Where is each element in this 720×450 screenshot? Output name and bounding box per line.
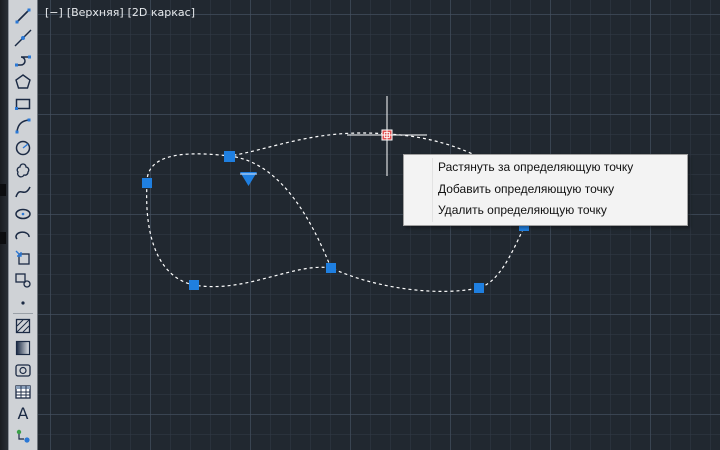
spline-grip[interactable]: [142, 178, 152, 188]
line-icon[interactable]: [12, 6, 34, 26]
table-icon[interactable]: [12, 382, 34, 402]
menu-gutter: [432, 158, 433, 222]
grip-context-menu: Растянуть за определяющую точку Добавить…: [403, 154, 688, 226]
revision-cloud-icon[interactable]: [12, 160, 34, 180]
make-block-icon[interactable]: [12, 270, 34, 290]
spline-grip[interactable]: [326, 263, 336, 273]
gradient-icon[interactable]: [12, 338, 34, 358]
spline-grip[interactable]: [519, 221, 529, 231]
menu-item-stretch-vertex[interactable]: Растянуть за определяющую точку: [438, 160, 634, 174]
window-edge: [0, 0, 8, 450]
region-icon[interactable]: [12, 360, 34, 380]
multiline-text-icon[interactable]: A: [17, 404, 29, 423]
view-cube-menu[interactable]: [Верхняя]: [66, 6, 124, 19]
selected-spline[interactable]: [146, 132, 530, 292]
draw-toolbar: A: [8, 0, 38, 450]
toolbar-separator: [13, 313, 33, 314]
spline-grip[interactable]: [474, 283, 484, 293]
viewport-controls: [−] [Верхняя] [2D каркас]: [45, 6, 195, 19]
edge-mark: [0, 232, 6, 244]
arc-icon[interactable]: [12, 116, 34, 136]
spline-control-frame: [228, 155, 332, 269]
ellipse-arc-icon[interactable]: [12, 226, 34, 246]
polygon-icon[interactable]: [12, 72, 34, 92]
visual-style-menu[interactable]: [2D каркас]: [127, 6, 195, 19]
menu-item-add-vertex[interactable]: Добавить определяющую точку: [438, 181, 615, 196]
hatch-icon[interactable]: [12, 316, 34, 336]
crosshair-cursor: [347, 96, 427, 176]
spline-grip[interactable]: [224, 151, 235, 162]
viewport-controls-menu[interactable]: [−]: [45, 6, 63, 19]
menu-item-remove-vertex[interactable]: Удалить определяющую точку: [438, 203, 607, 217]
rectangle-icon[interactable]: [12, 94, 34, 114]
spline-icon[interactable]: [12, 182, 34, 202]
ellipse-icon[interactable]: [12, 204, 34, 224]
construction-line-icon[interactable]: [12, 28, 34, 48]
circle-icon[interactable]: [12, 138, 34, 158]
spline-grip[interactable]: [189, 280, 199, 290]
edge-mark: [0, 184, 6, 196]
insert-block-icon[interactable]: [12, 248, 34, 268]
add-selected-icon[interactable]: [12, 426, 34, 446]
polyline-icon[interactable]: [12, 50, 34, 70]
point-icon[interactable]: [12, 292, 34, 312]
grip-menu-triangle-icon[interactable]: [240, 172, 257, 186]
